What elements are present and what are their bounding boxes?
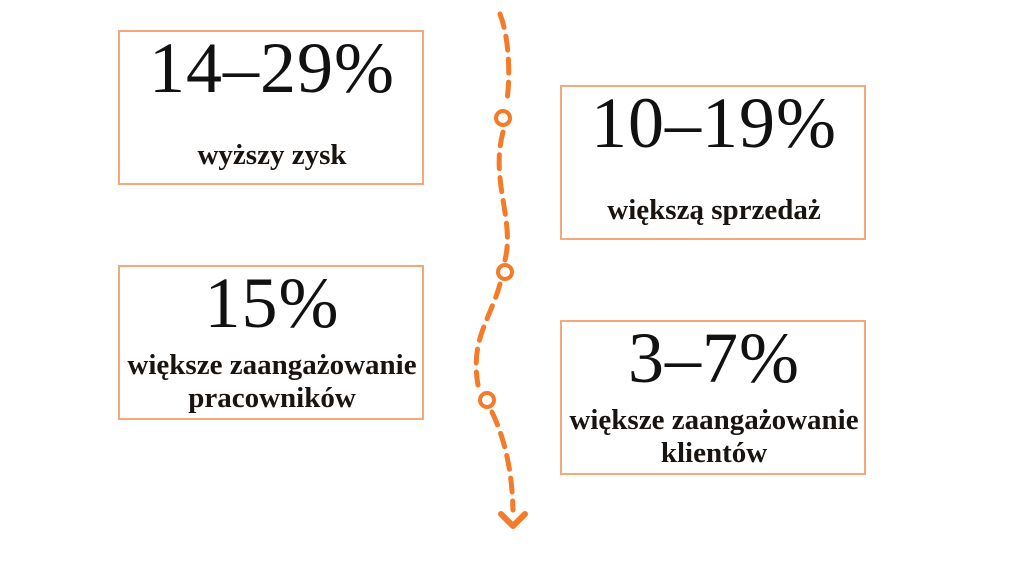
stat-card-sales	[560, 85, 866, 240]
stat-value: 14–29%	[149, 28, 395, 108]
stat-card-customers	[560, 320, 866, 475]
stat-value: 15%	[204, 263, 340, 343]
timeline-node	[478, 391, 496, 409]
stat-label: wyższy zysk	[197, 139, 347, 171]
stat-label: większe zaangażowanie klientów	[569, 404, 859, 469]
timeline-node	[496, 263, 514, 281]
stat-value: 3–7%	[628, 318, 800, 398]
stat-card-employees	[118, 265, 424, 420]
timeline-node	[494, 109, 512, 127]
stat-label: większą sprzedaż	[607, 194, 821, 226]
stat-label: większe zaangażowanie pracowników	[127, 349, 417, 414]
arrow-down-icon	[498, 511, 528, 529]
stat-card-profit	[118, 30, 424, 185]
stat-value: 10–19%	[591, 83, 837, 163]
